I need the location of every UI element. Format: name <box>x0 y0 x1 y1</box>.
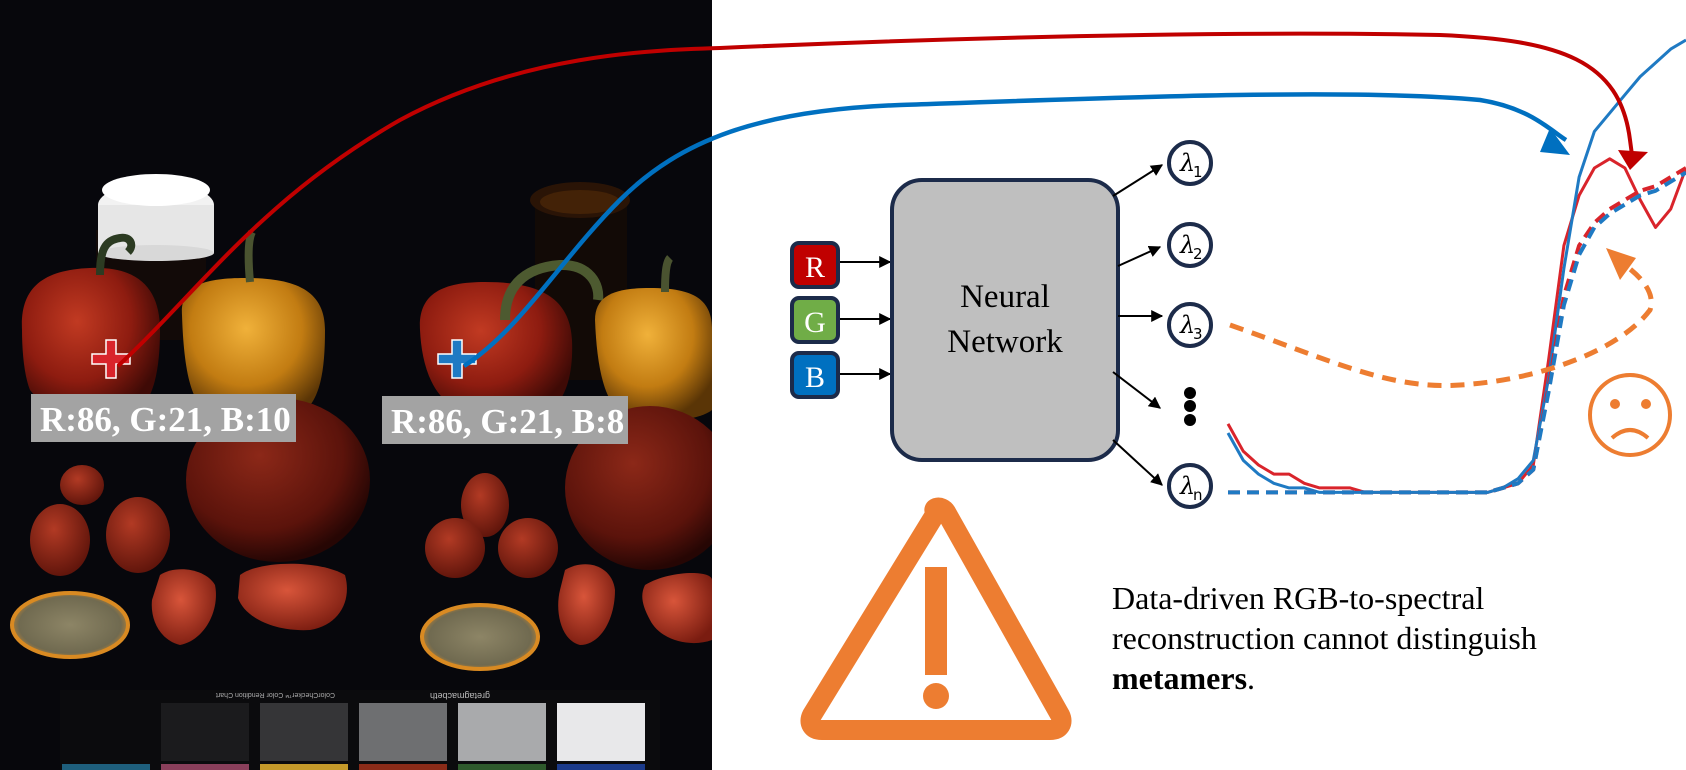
lambda-subscript: 1 <box>1193 163 1203 181</box>
input-b-label: B <box>805 361 825 394</box>
input-g-label: G <box>804 306 826 339</box>
rgb-values-red: R:86, G:21, B:10 <box>40 400 291 439</box>
chart-brand-text: gretagmacbeth <box>430 691 490 701</box>
strawberries-left <box>30 465 170 576</box>
lambda-symbol: λ <box>1179 231 1195 259</box>
caption-line-1: Data-driven RGB-to-spectral <box>1112 580 1485 616</box>
sad-face-icon <box>1588 373 1672 457</box>
lambda-symbol: λ <box>1179 472 1195 500</box>
chart-gray-row <box>161 703 645 761</box>
red-sample-arrow <box>116 31 1648 368</box>
output-arrow-2 <box>1117 245 1162 267</box>
input-r: R <box>790 241 892 289</box>
color-checker-chart: ColorChecker™ Color Rendition Chart gret… <box>60 690 660 770</box>
yellow-pepper-left <box>181 230 325 424</box>
input-b: B <box>790 351 892 399</box>
spectral-curves-plot <box>1226 38 1686 495</box>
spectrum-line-reconstructed-blue <box>1228 170 1686 495</box>
chart-patch-color <box>557 764 645 770</box>
chart-patch-color <box>260 764 348 770</box>
chart-patch-color <box>161 764 249 770</box>
tomato-pieces-left <box>151 563 347 645</box>
caption: Data-driven RGB-to-spectral reconstructi… <box>1112 578 1672 698</box>
chart-patch-gray <box>359 703 447 761</box>
caption-bold-term: metamers <box>1112 660 1248 696</box>
chart-patch-gray <box>161 703 249 761</box>
output-arrow-1 <box>1112 164 1164 197</box>
chart-color-row <box>62 764 645 770</box>
apple-right <box>565 406 735 570</box>
orange-dashed-arrow <box>1229 248 1654 389</box>
yellow-pepper-right <box>595 255 712 422</box>
output-arrow-n <box>1112 439 1163 486</box>
lambda-subscript: n <box>1193 486 1203 504</box>
scene-photo: ColorChecker™ Color Rendition Chart gret… <box>0 0 735 770</box>
output-node-3: λ 3 <box>1167 302 1213 348</box>
neural-network-block: Neural Network <box>890 178 1120 462</box>
output-arrow-ellipsis <box>1112 371 1161 409</box>
output-node-1: λ 1 <box>1167 140 1213 186</box>
blue-sample-arrow <box>462 92 1570 368</box>
chart-patch-color <box>359 764 447 770</box>
sample-marker-blue <box>437 339 477 379</box>
lemon-left <box>10 591 130 659</box>
network-label-line2: Network <box>947 324 1063 360</box>
network-label-line1: Neural <box>960 279 1050 315</box>
chart-text: ColorChecker™ Color Rendition Chart <box>216 691 335 698</box>
caption-line-3: metamers. <box>1112 658 1672 698</box>
warning-triangle-icon <box>800 497 1072 740</box>
output-arrows <box>1112 164 1164 486</box>
chart-patch-gray <box>260 703 348 761</box>
lemon-right <box>420 603 540 671</box>
lambda-symbol: λ <box>1179 311 1195 339</box>
red-pepper-left <box>21 233 160 421</box>
output-node-n: λ n <box>1167 463 1213 509</box>
caption-period: . <box>1247 660 1256 696</box>
vertical-ellipsis-icon <box>1184 387 1196 426</box>
chart-patch-color <box>458 764 546 770</box>
input-g: G <box>790 296 892 344</box>
rgb-values-blue: R:86, G:21, B:8 <box>391 402 624 441</box>
input-r-label: R <box>805 251 825 284</box>
chart-patch-color <box>62 764 150 770</box>
rgb-label-blue-sample: R:86, G:21, B:8 <box>382 396 628 444</box>
caption-line-2: reconstruction cannot distinguish <box>1112 620 1537 656</box>
diagram-background <box>712 0 1686 770</box>
lambda-subscript: 3 <box>1193 325 1203 343</box>
input-channels: R G B <box>790 241 892 399</box>
chart-patch-gray <box>557 703 645 761</box>
tomato-pieces-right <box>558 564 712 645</box>
rgb-label-red-sample: R:86, G:21, B:10 <box>31 394 296 442</box>
lambda-subscript: 2 <box>1193 245 1203 263</box>
chart-patch-gray <box>458 703 546 761</box>
lambda-symbol: λ <box>1179 149 1195 177</box>
strawberries-right <box>425 473 558 578</box>
output-node-2: λ 2 <box>1167 222 1213 268</box>
